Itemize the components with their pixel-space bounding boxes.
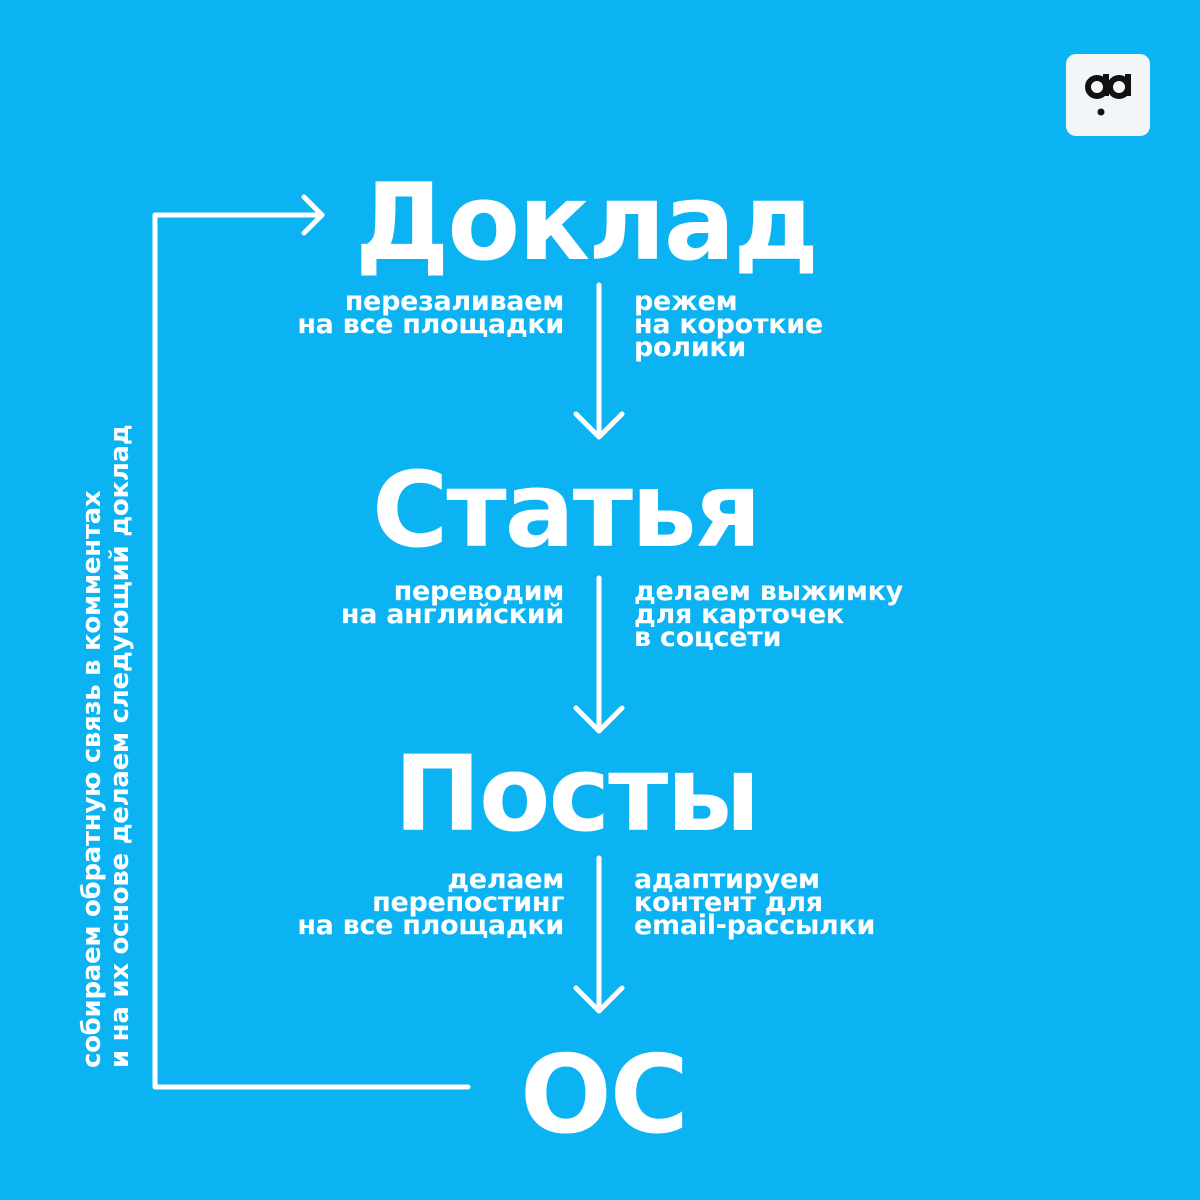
arrow-2-head	[573, 705, 625, 734]
note-translate: переводим на английский	[340, 576, 564, 630]
stage-article-title: Статья	[372, 449, 762, 571]
arrow-3-head	[573, 985, 625, 1014]
note-social-cards: делаем выжимку для карточек в соцсети	[634, 576, 903, 653]
arrow-1-head	[573, 411, 625, 440]
note-reupload: перезаливаем на все площадки	[297, 286, 564, 340]
feedback-loop-caption: собираем обратную связь в комментах и на…	[77, 424, 135, 1068]
note-email-newsletter: адаптируем контент для email-рассылки	[634, 864, 876, 941]
feedback-arrowhead	[301, 194, 325, 236]
feedback-loop-line	[152, 212, 471, 1090]
stage-feedback-title: ОС	[520, 1033, 689, 1158]
note-reposting: делаем перепостинг на все площадки	[297, 864, 564, 941]
stage-posts-title: Посты	[394, 733, 760, 855]
stage-report-title: Доклад	[355, 161, 819, 284]
logo-mark-icon	[1085, 74, 1131, 116]
note-short-clips: режем на короткие ролики	[634, 286, 823, 363]
brand-logo	[1066, 54, 1150, 136]
